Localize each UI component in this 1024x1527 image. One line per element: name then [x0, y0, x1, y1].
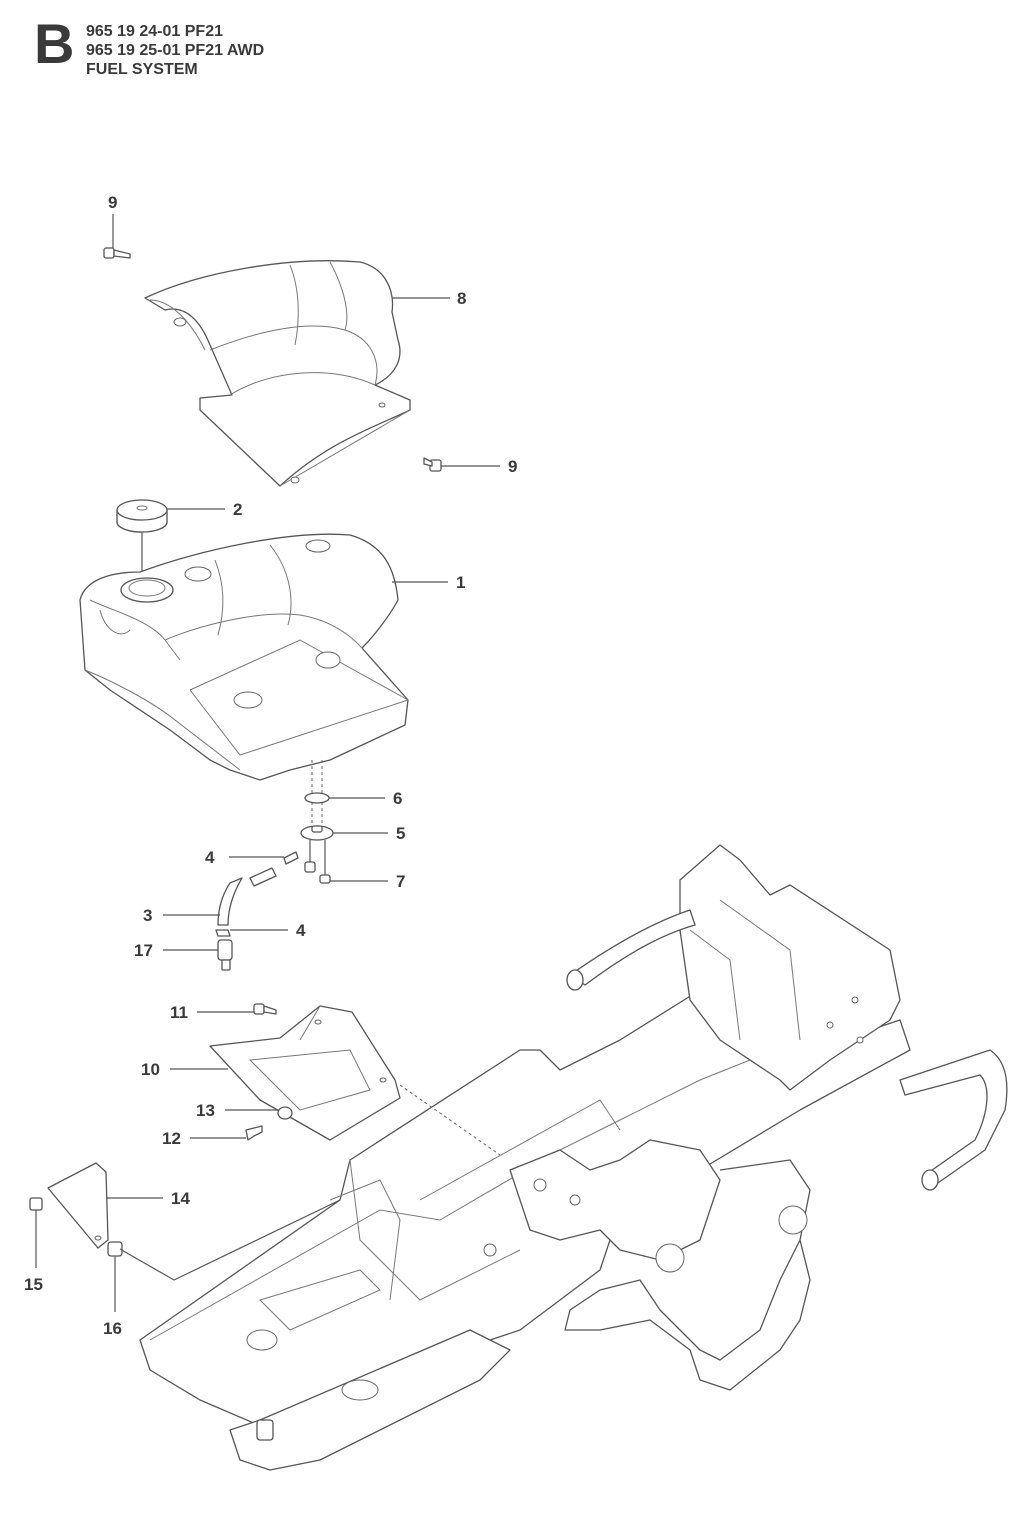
callout-11: 11: [170, 1003, 188, 1022]
callout-3: 3: [143, 906, 152, 925]
section-letter: B: [34, 12, 75, 75]
bolt-12-drawing: [245, 1125, 263, 1141]
callout-13: 13: [196, 1101, 215, 1120]
callout-5: 5: [396, 824, 405, 843]
fuel-flange-5-drawing: [300, 825, 334, 841]
screw-9-top-drawing: [103, 247, 131, 259]
plate-14-drawing: [47, 1162, 109, 1249]
nut-16-drawing: [107, 1199, 341, 1312]
heat-shield-drawing: [144, 260, 411, 487]
callout-10: 10: [141, 1060, 160, 1079]
section-title: FUEL SYSTEM: [86, 61, 198, 78]
callout-2: 2: [233, 500, 242, 519]
washer-13-drawing: [277, 1106, 293, 1120]
callout-1: 1: [456, 573, 465, 592]
o-ring-6-drawing: [304, 760, 330, 830]
chassis-frame-drawing: [139, 844, 1008, 1471]
model-line-2: 965 19 25-01 PF21 AWD: [86, 42, 265, 59]
callout-7: 7: [396, 872, 405, 891]
callout-4-top: 4: [205, 848, 215, 867]
fitting-17-drawing: [217, 939, 233, 971]
callout-8: 8: [457, 289, 466, 308]
screw-9-bottom-drawing: [423, 457, 442, 472]
callout-14: 14: [171, 1189, 190, 1208]
clamp-4-top-drawing: [283, 851, 299, 865]
fuel-cap-drawing: [116, 499, 168, 580]
callout-15: 15: [24, 1275, 43, 1294]
callout-12: 12: [162, 1129, 181, 1148]
fuel-hose-3-drawing: [217, 867, 277, 926]
callout-4-bottom: 4: [296, 921, 306, 940]
model-line-1: 965 19 24-01 PF21: [86, 23, 223, 40]
callout-6: 6: [393, 789, 402, 808]
cover-10-drawing: [209, 1005, 401, 1141]
screw-11-drawing: [253, 1003, 277, 1015]
fuel-fitting-drawing: [304, 840, 316, 873]
callout-16: 16: [103, 1319, 122, 1338]
screw-7-drawing: [319, 840, 331, 884]
callout-9-bottom: 9: [508, 457, 517, 476]
fuel-tank-drawing: [79, 533, 409, 781]
header-block: 965 19 24-01 PF21 965 19 25-01 PF21 AWD …: [86, 22, 264, 79]
bolt-15-drawing: [29, 1197, 43, 1268]
clamp-4-bottom-drawing: [215, 929, 231, 937]
callout-9-top: 9: [108, 193, 117, 212]
callout-17: 17: [134, 941, 153, 960]
